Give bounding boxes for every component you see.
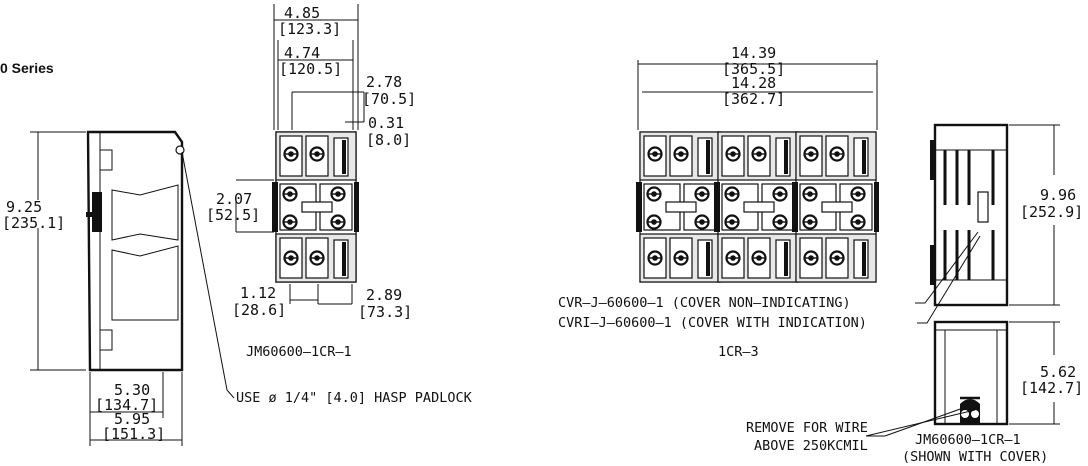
cover-note-1: CVR–J–60600–1 (COVER NON–INDICATING): [558, 295, 851, 311]
sp-d2-mm: [8.0]: [366, 131, 411, 149]
tp-w-outer-mm: [365.5]: [722, 60, 785, 78]
tp-caption: 1CR–3: [718, 344, 759, 360]
three-pole-view: 14.39 [365.5] 14.28 [362.7] CVR–J–60600–…: [558, 44, 981, 360]
side-depth2-in: 5.95: [114, 410, 150, 428]
cover-note-2: CVRI–J–60600–1 (COVER WITH INDICATION): [558, 315, 867, 331]
side-depth1-mm: [134.7]: [95, 396, 158, 414]
ce-caption-1: JM60600–1CR–1: [915, 432, 1021, 448]
cover-end-view: 5.62 [142.7] REMOVE FOR WIRE ABOVE 250KC…: [746, 320, 1083, 465]
sp-w-outer-mm: [123.3]: [278, 20, 341, 38]
sp-w-inner-mm: [120.5]: [279, 60, 342, 78]
cs-height-mm: [252.9]: [1020, 203, 1083, 221]
sp-pitch-mm: [52.5]: [206, 206, 260, 224]
cs-height-in: 9.96: [1040, 186, 1076, 204]
sp-d2-in: 0.31: [368, 114, 404, 132]
sp-b1-in: 1.12: [240, 284, 276, 302]
sp-caption: JM60600–1CR–1: [246, 344, 352, 360]
sp-d1-mm: [70.5]: [362, 90, 416, 108]
sp-d1-in: 2.78: [366, 73, 402, 91]
sp-w-inner-in: 4.74: [284, 44, 320, 62]
tp-w-inner-mm: [362.7]: [722, 90, 785, 108]
tp-w-outer-in: 14.39: [731, 44, 776, 62]
side-depth2-mm: [151.3]: [102, 425, 165, 443]
padlock-note: USE ø 1/4" [4.0] HASP PADLOCK: [236, 390, 473, 406]
side-view: 9.25 [235.1] 5.30 [134.7] 5.95 [151.3] U…: [2, 130, 473, 446]
sp-w-outer-in: 4.85: [284, 4, 320, 22]
side-height-mm: [235.1]: [2, 214, 65, 232]
sp-b2-mm: [73.3]: [358, 303, 412, 321]
sp-b2-in: 2.89: [366, 286, 402, 304]
side-depth1-in: 5.30: [114, 381, 150, 399]
ce-caption-2: (SHOWN WITH COVER): [902, 449, 1048, 465]
cover-side-view: 9.96 [252.9]: [930, 123, 1083, 307]
sp-pitch-in: 2.07: [216, 190, 252, 208]
tp-w-inner-in: 14.28: [731, 74, 776, 92]
sp-b1-mm: [28.6]: [232, 301, 286, 319]
side-height-in: 9.25: [6, 198, 42, 216]
series-title: 0 Series: [0, 60, 54, 76]
ce-height-in: 5.62: [1040, 363, 1076, 381]
remove-note-2: ABOVE 250KCMIL: [754, 438, 868, 454]
single-pole-view: 4.85 [123.3] 4.74 [120.5] 2.78 [70.5] 0.…: [206, 4, 416, 360]
remove-note-1: REMOVE FOR WIRE: [746, 420, 868, 436]
ce-height-mm: [142.7]: [1020, 379, 1083, 397]
